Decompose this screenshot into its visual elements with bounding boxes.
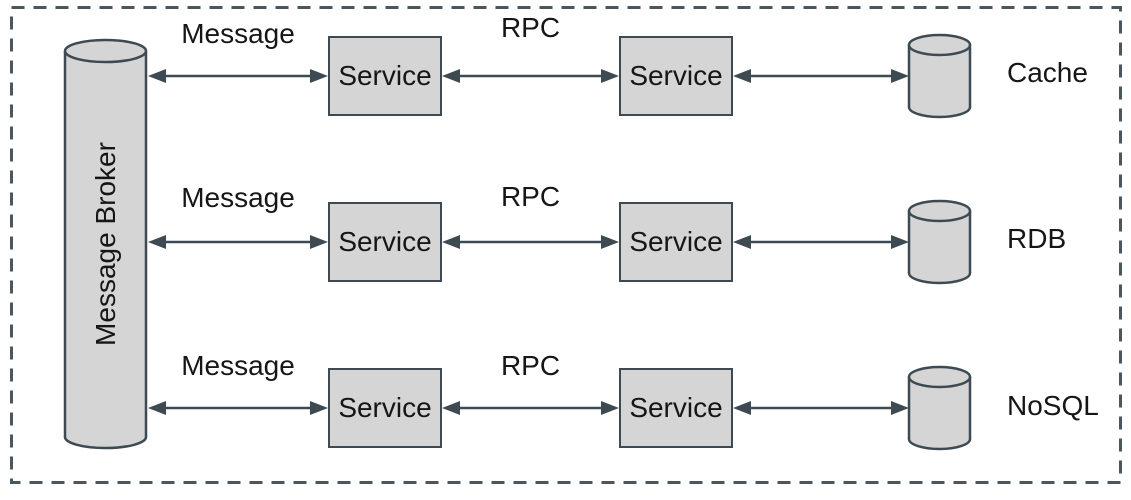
database-cylinder-icon-cache (907, 33, 972, 119)
arrow-rpc-row2 (442, 235, 619, 249)
database-cylinder-icon-nosql (907, 365, 972, 451)
arrow-datastore-row2 (733, 235, 909, 249)
service-box-row3-right: Service (619, 368, 733, 448)
arrow-rpc-row1 (442, 69, 619, 83)
dashed-boundary (10, 6, 1122, 484)
message-broker-label: Message Broker (90, 142, 121, 346)
service-box-row3-left: Service (328, 368, 442, 448)
rpc-link-label-row1: RPC (500, 12, 561, 43)
service-box-row1-right: Service (619, 36, 733, 116)
arrow-message-row2 (148, 235, 328, 249)
database-cylinder-icon-rdb (907, 199, 972, 285)
rpc-link-label-row3: RPC (500, 350, 561, 381)
message-broker-cylinder-icon (63, 38, 148, 450)
datastore-label-rdb: RDB (1007, 223, 1067, 254)
rpc-link-label-row2: RPC (500, 181, 561, 212)
message-link-label-row2: Message (181, 182, 295, 213)
service-box-row2-left: Service (328, 202, 442, 282)
arrow-message-row1 (148, 69, 328, 83)
service-box-row2-right: Service (619, 202, 733, 282)
message-link-label-row3: Message (181, 350, 295, 381)
arrow-rpc-row3 (442, 401, 619, 415)
message-link-label-row1: Message (181, 18, 295, 49)
arrow-message-row3 (148, 401, 328, 415)
datastore-label-cache: Cache (1007, 57, 1088, 88)
arrow-datastore-row3 (733, 401, 909, 415)
arrow-datastore-row1 (733, 69, 909, 83)
datastore-label-nosql: NoSQL (1007, 390, 1099, 421)
service-box-row1-left: Service (328, 36, 442, 116)
